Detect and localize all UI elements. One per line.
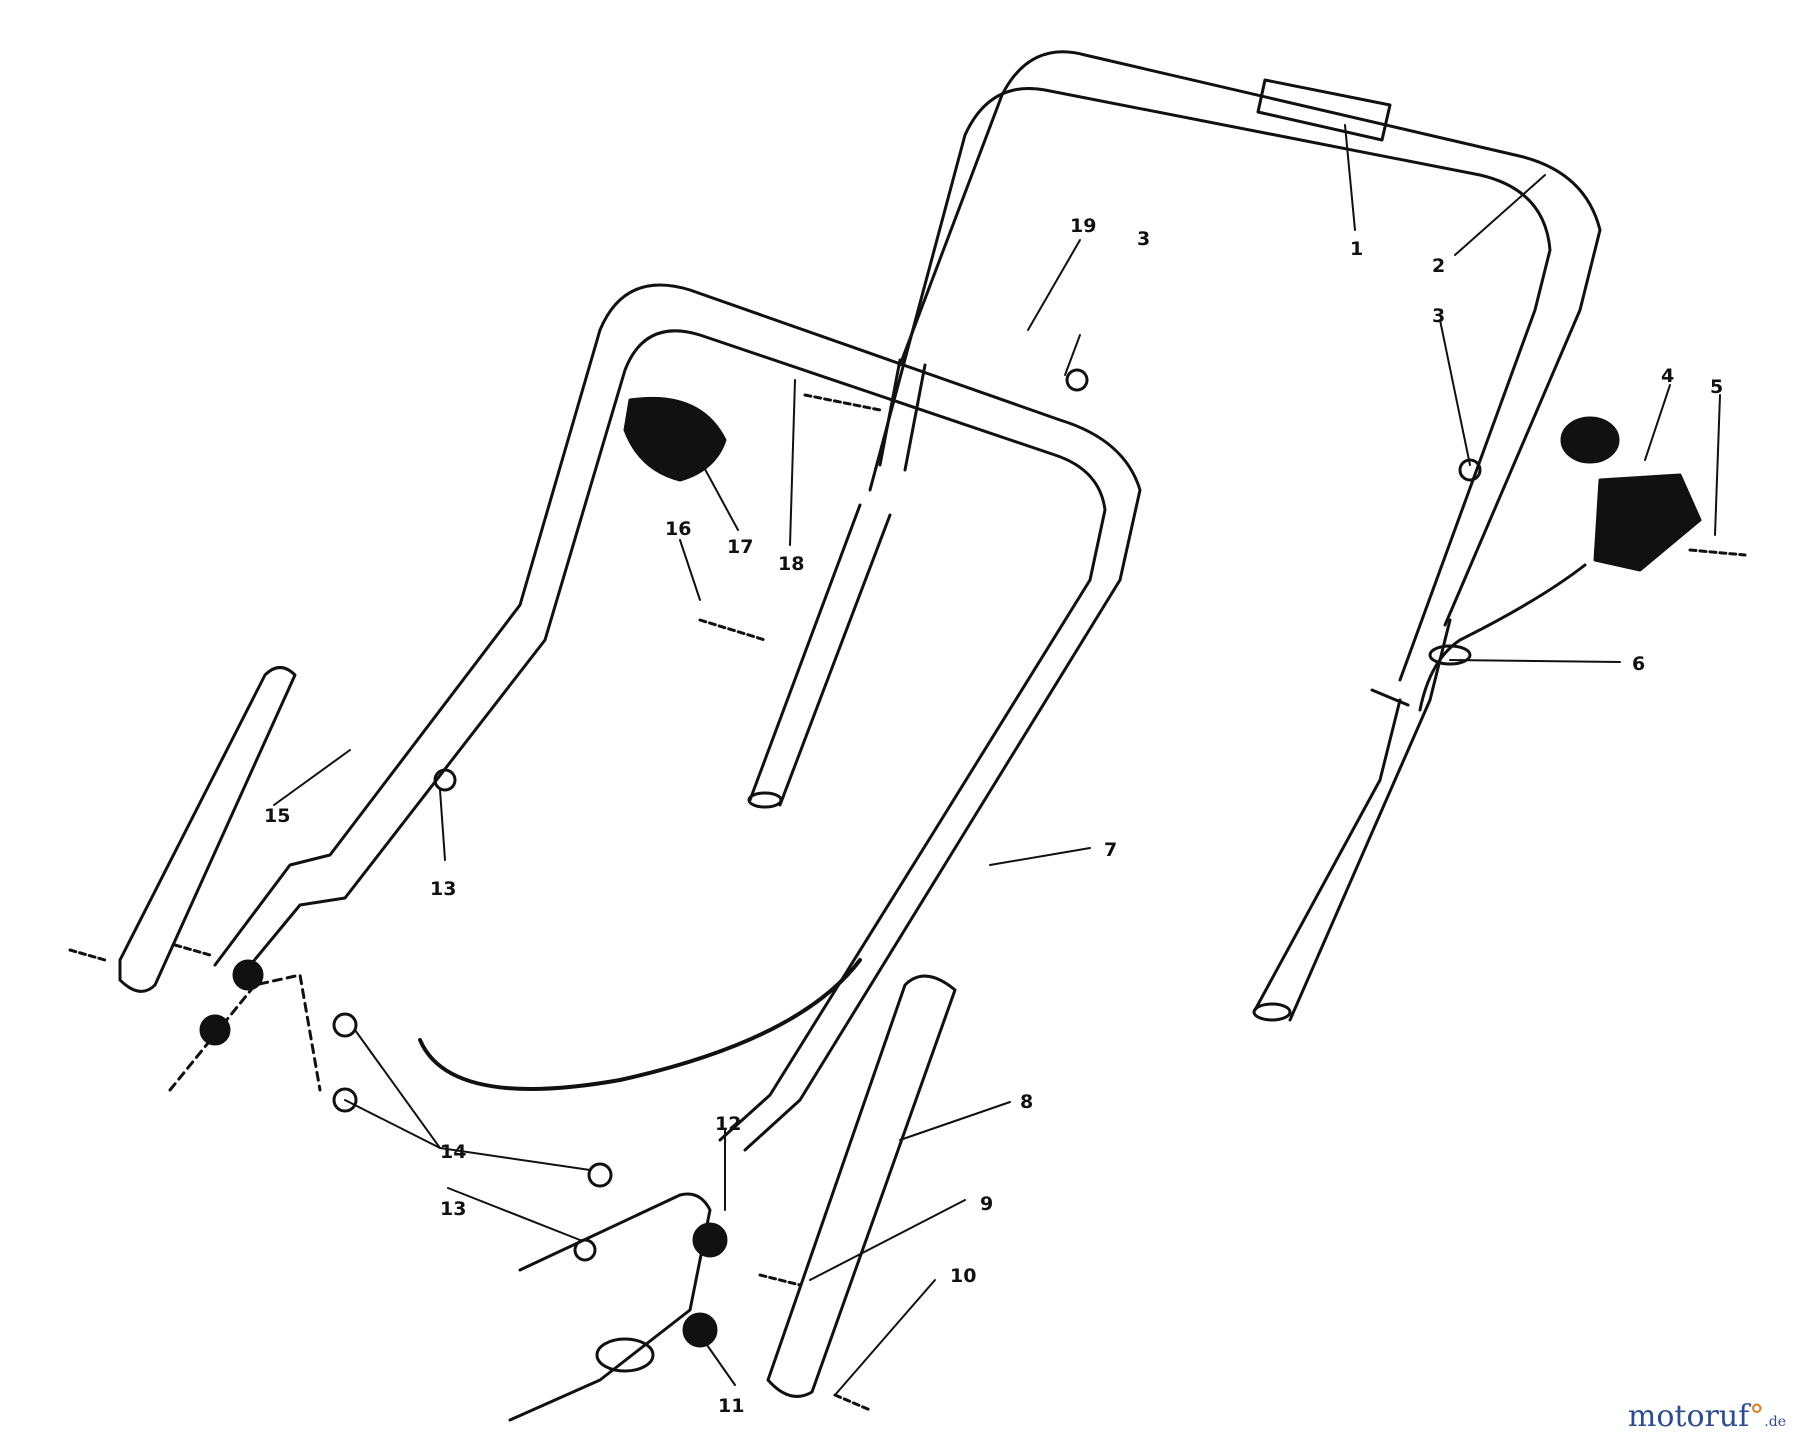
- callout-4: 4: [1661, 365, 1674, 387]
- callout-9: 9: [980, 1193, 993, 1215]
- watermark-text: motoruf: [1627, 1399, 1750, 1434]
- leader-lines: [273, 124, 1721, 1396]
- callout-18: 18: [778, 553, 804, 575]
- callout-11: 11: [718, 1395, 744, 1417]
- callout-3: 3: [1137, 228, 1150, 250]
- upper-handle: [868, 50, 1602, 682]
- callout-3: 3: [1432, 305, 1445, 327]
- callout-14: 14: [440, 1141, 466, 1163]
- callout-13: 13: [430, 878, 456, 900]
- callout-8: 8: [1020, 1091, 1033, 1113]
- watermark-mark: °: [1749, 1399, 1765, 1434]
- knob: [623, 396, 727, 482]
- callout-17: 17: [727, 536, 753, 558]
- callout-2: 2: [1432, 255, 1445, 277]
- callout-10: 10: [950, 1265, 976, 1287]
- lower-handle-left: [118, 666, 297, 993]
- nuts: [332, 368, 1482, 1262]
- middle-handle: [213, 283, 1142, 1152]
- callout-6: 6: [1632, 653, 1645, 675]
- callout-19: 19: [1070, 215, 1096, 237]
- callout-labels: 1 2 3 3 4 5 6 7 8 9 10 11 12 13 13 14 15…: [264, 215, 1723, 1417]
- lower-handle-right: [766, 974, 957, 1398]
- callout-15: 15: [264, 805, 290, 827]
- control-lever: [1560, 416, 1702, 572]
- deck-bracket: [168, 973, 712, 1422]
- upper-handle-right-tube: [1252, 618, 1452, 1022]
- bolts: [68, 393, 1747, 1412]
- callout-16: 16: [665, 518, 691, 540]
- center-tube: [747, 358, 927, 809]
- control-cable: [418, 563, 1587, 1091]
- watermark-logo: motoruf°.de: [1628, 1399, 1786, 1434]
- callout-7: 7: [1104, 839, 1117, 861]
- watermark-domain: .de: [1764, 1414, 1786, 1430]
- callout-5: 5: [1710, 376, 1723, 398]
- callout-12: 12: [715, 1113, 741, 1135]
- callout-1: 1: [1350, 238, 1363, 260]
- callout-13: 13: [440, 1198, 466, 1220]
